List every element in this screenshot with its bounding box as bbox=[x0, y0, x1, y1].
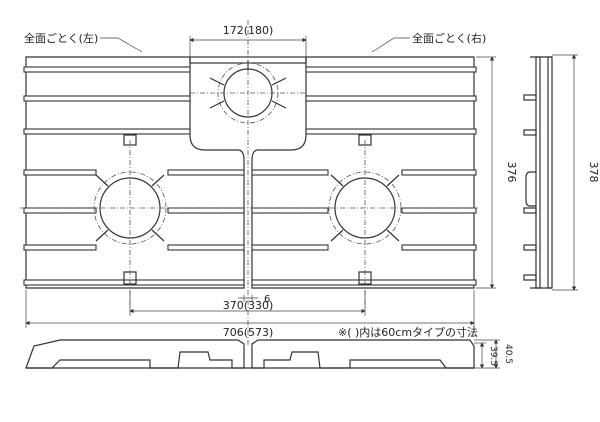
dim-gap: 6 bbox=[264, 294, 270, 305]
note-60cm: ※( )内は60cmタイプの寸法 bbox=[338, 325, 478, 339]
side-view bbox=[523, 54, 578, 291]
front-view bbox=[25, 339, 500, 369]
dim-depth-main: 376 bbox=[505, 162, 518, 183]
right-grate-frame bbox=[251, 56, 475, 289]
label-grate-left: 全面ごとく(左) bbox=[24, 31, 98, 45]
label-grate-right: 全面ごとく(右) bbox=[412, 31, 486, 45]
leader-left bbox=[100, 37, 143, 53]
dim-total-width: 706(573) bbox=[223, 326, 274, 339]
top-view bbox=[20, 20, 496, 345]
dim-height-b: 40.5 bbox=[503, 344, 513, 364]
left-grate-bars bbox=[23, 66, 245, 286]
dim-burner-pitch: 370(330) bbox=[223, 299, 274, 312]
right-grate-bars bbox=[251, 66, 477, 286]
leader-right bbox=[371, 37, 410, 53]
dim-depth-side: 378 bbox=[587, 162, 600, 183]
dim-center-width: 172(180) bbox=[223, 24, 274, 37]
dim-height-a: 39.5 bbox=[488, 346, 498, 366]
left-grate-frame bbox=[25, 56, 245, 289]
